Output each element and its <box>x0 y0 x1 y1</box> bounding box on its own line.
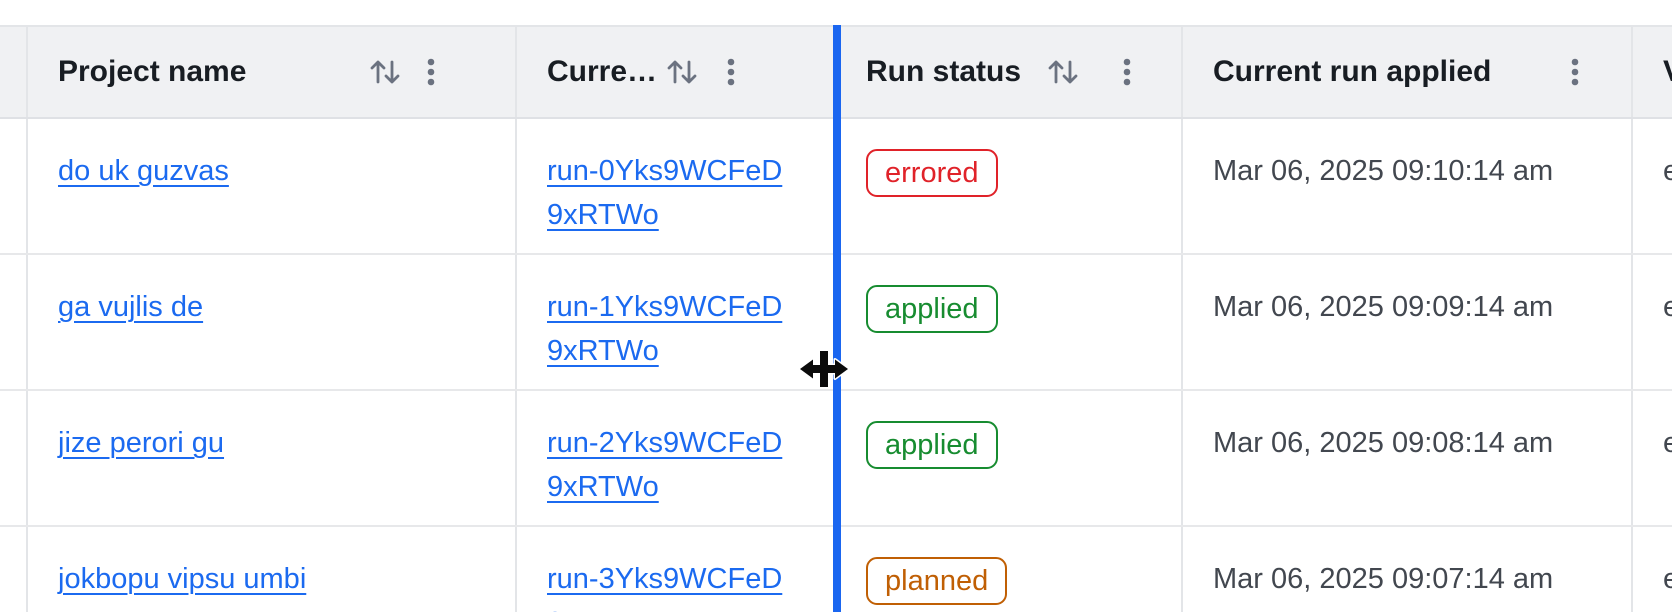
current-run-applied-cell: Mar 06, 2025 09:08:14 am <box>1183 391 1633 525</box>
project-name-link[interactable]: jize perori gu <box>58 427 225 459</box>
row-gutter-cell <box>0 527 28 612</box>
row-gutter-cell <box>0 119 28 253</box>
project-name-cell: do uk guzvas <box>28 119 517 253</box>
project-name-cell: jize perori gu <box>28 391 517 525</box>
project-name-cell: ga vujlis de <box>28 255 517 389</box>
current-run-link[interactable]: run-0Yks9WCFeD9xRTWo <box>547 155 783 231</box>
current-run-cell: run-0Yks9WCFeD9xRTWo <box>517 119 836 253</box>
current-run-link[interactable]: run-1Yks9WCFeD9xRTWo <box>547 291 783 367</box>
column-label-run-status: Run status <box>866 55 1022 88</box>
run-status-badge: errored <box>866 149 998 197</box>
kebab-menu-icon[interactable] <box>1111 55 1143 89</box>
current-run-applied-timestamp: Mar 06, 2025 09:09:14 am <box>1213 291 1554 323</box>
run-status-cell: applied <box>836 255 1183 389</box>
run-status-cell: applied <box>836 391 1183 525</box>
column-label-current-run: Current run <box>547 55 667 88</box>
current-run-link[interactable]: run-3Yks9WCFeD9xRTWo <box>547 563 783 612</box>
run-status-badge: planned <box>866 557 1008 605</box>
current-run-applied-cell: Mar 06, 2025 09:10:14 am <box>1183 119 1633 253</box>
clipped-cell: e <box>1633 527 1672 612</box>
clipped-cell-text: e <box>1663 563 1672 595</box>
current-run-link[interactable]: run-2Yks9WCFeD9xRTWo <box>547 427 783 503</box>
row-gutter-cell <box>0 391 28 525</box>
clipped-cell: e <box>1633 391 1672 525</box>
project-name-cell: jokbopu vipsu umbi <box>28 527 517 612</box>
current-run-applied-timestamp: Mar 06, 2025 09:07:14 am <box>1213 563 1554 595</box>
header-gutter-cell <box>0 27 28 117</box>
column-header-run-status[interactable]: Run status <box>836 27 1183 117</box>
kebab-menu-icon[interactable] <box>415 55 447 89</box>
column-header-current-run[interactable]: Current run <box>517 27 836 117</box>
clipped-cell: e <box>1633 119 1672 253</box>
sort-arrows-icon[interactable] <box>368 55 402 89</box>
column-label-current-run-applied: Current run applied <box>1213 55 1492 88</box>
current-run-applied-cell: Mar 06, 2025 09:09:14 am <box>1183 255 1633 389</box>
kebab-menu-icon[interactable] <box>1559 55 1591 89</box>
project-name-link[interactable]: jokbopu vipsu umbi <box>58 563 307 595</box>
col-resize-cursor-icon <box>798 349 850 389</box>
clipped-cell: e <box>1633 255 1672 389</box>
run-status-cell: errored <box>836 119 1183 253</box>
sort-arrows-icon[interactable] <box>1046 55 1080 89</box>
run-status-badge: applied <box>866 285 998 333</box>
data-grid: Project name Current run <box>0 25 1672 612</box>
current-run-cell: run-3Yks9WCFeD9xRTWo <box>517 527 836 612</box>
clipped-cell-text: e <box>1663 427 1672 459</box>
run-status-badge: applied <box>866 421 998 469</box>
column-header-current-run-applied[interactable]: Current run applied <box>1183 27 1633 117</box>
kebab-menu-icon[interactable] <box>715 55 747 89</box>
current-run-applied-timestamp: Mar 06, 2025 09:08:14 am <box>1213 427 1554 459</box>
column-label-clipped: V <box>1663 55 1672 89</box>
run-status-cell: planned <box>836 527 1183 612</box>
row-gutter-cell <box>0 255 28 389</box>
current-run-applied-cell: Mar 06, 2025 09:07:14 am <box>1183 527 1633 612</box>
current-run-cell: run-1Yks9WCFeD9xRTWo <box>517 255 836 389</box>
project-name-link[interactable]: ga vujlis de <box>58 291 204 323</box>
column-resize-indicator-line[interactable] <box>833 25 841 612</box>
clipped-cell-text: e <box>1663 291 1672 323</box>
sort-arrows-icon[interactable] <box>665 55 699 89</box>
column-header-project-name[interactable]: Project name <box>28 27 517 117</box>
column-label-project-name: Project name <box>58 55 247 88</box>
column-header-clipped[interactable]: V <box>1633 27 1672 117</box>
project-name-link[interactable]: do uk guzvas <box>58 155 229 187</box>
current-run-cell: run-2Yks9WCFeD9xRTWo <box>517 391 836 525</box>
clipped-cell-text: e <box>1663 155 1672 187</box>
current-run-applied-timestamp: Mar 06, 2025 09:10:14 am <box>1213 155 1554 187</box>
top-whitespace <box>0 0 1672 25</box>
